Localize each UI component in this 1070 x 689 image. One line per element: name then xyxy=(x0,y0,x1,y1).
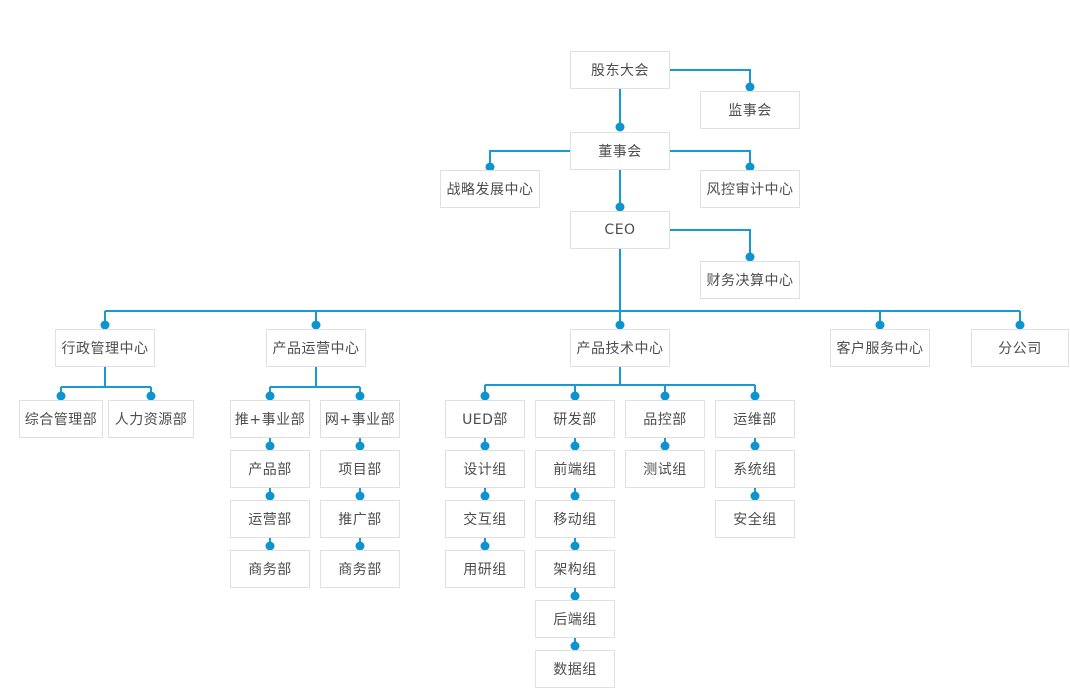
org-node-testing-group[interactable]: 测试组 xyxy=(625,450,705,488)
governance-connectors xyxy=(489,69,751,257)
connector-dot xyxy=(660,441,670,451)
connector-dot xyxy=(56,391,66,401)
connector-dot xyxy=(750,491,760,501)
connector-dot xyxy=(875,320,885,330)
org-node-product-dept[interactable]: 产品部 xyxy=(230,450,310,488)
connector-dot xyxy=(480,541,490,551)
org-node-operation-dept[interactable]: 运营部 xyxy=(230,500,310,538)
org-node-strategy-center[interactable]: 战略发展中心 xyxy=(440,170,540,208)
org-node-shareholders-meeting[interactable]: 股东大会 xyxy=(570,51,670,89)
connector-dot xyxy=(745,162,755,172)
org-node-risk-audit-center[interactable]: 风控审计中心 xyxy=(700,170,800,208)
org-node-hr-dept[interactable]: 人力资源部 xyxy=(108,400,194,438)
org-node-ceo[interactable]: CEO xyxy=(570,211,670,249)
org-node-frontend-group[interactable]: 前端组 xyxy=(535,450,615,488)
org-node-promotion-dept[interactable]: 推广部 xyxy=(320,500,400,538)
connector-dot xyxy=(570,491,580,501)
connector-dot xyxy=(265,541,275,551)
connector-dot xyxy=(265,391,275,401)
center-fork-connectors xyxy=(60,367,756,396)
org-node-system-group[interactable]: 系统组 xyxy=(715,450,795,488)
connector-dot xyxy=(750,441,760,451)
connector-dot xyxy=(265,441,275,451)
connector-dot xyxy=(570,591,580,601)
connector-dot xyxy=(265,491,275,501)
org-node-om-dept[interactable]: 运维部 xyxy=(715,400,795,438)
connector-dot xyxy=(480,391,490,401)
org-node-security-group[interactable]: 安全组 xyxy=(715,500,795,538)
connector-dot xyxy=(570,391,580,401)
org-node-tui-division[interactable]: 推+事业部 xyxy=(230,400,310,438)
org-node-interaction-group[interactable]: 交互组 xyxy=(445,500,525,538)
org-node-customer-service-center[interactable]: 客户服务中心 xyxy=(830,329,930,367)
connector-dot xyxy=(660,391,670,401)
org-node-ued-dept[interactable]: UED部 xyxy=(445,400,525,438)
connector-dot xyxy=(570,441,580,451)
org-node-finance-center[interactable]: 财务决算中心 xyxy=(700,261,800,299)
org-node-mobile-group[interactable]: 移动组 xyxy=(535,500,615,538)
connector-dot xyxy=(480,491,490,501)
org-node-data-group[interactable]: 数据组 xyxy=(535,650,615,688)
org-node-board-of-directors[interactable]: 董事会 xyxy=(570,132,670,170)
connector-dot xyxy=(615,202,625,212)
connector-dot xyxy=(355,491,365,501)
connector-dot xyxy=(570,641,580,651)
org-node-wang-division[interactable]: 网+事业部 xyxy=(320,400,400,438)
org-node-rd-dept[interactable]: 研发部 xyxy=(535,400,615,438)
connector-dot xyxy=(355,541,365,551)
org-node-business-dept-tui[interactable]: 商务部 xyxy=(230,550,310,588)
org-node-supervisory-board[interactable]: 监事会 xyxy=(700,91,800,129)
org-node-business-dept-wang[interactable]: 商务部 xyxy=(320,550,400,588)
connector-dot xyxy=(745,252,755,262)
connector-dots xyxy=(56,82,1025,651)
connector-dot xyxy=(100,320,110,330)
connector-dot xyxy=(1015,320,1025,330)
connector-dot xyxy=(615,320,625,330)
org-node-architecture-group[interactable]: 架构组 xyxy=(535,550,615,588)
org-node-user-research-group[interactable]: 用研组 xyxy=(445,550,525,588)
org-node-project-dept[interactable]: 项目部 xyxy=(320,450,400,488)
org-node-admin-center[interactable]: 行政管理中心 xyxy=(55,329,155,367)
org-node-general-admin-dept[interactable]: 综合管理部 xyxy=(19,400,103,438)
connector-dot xyxy=(570,541,580,551)
connector-dot xyxy=(311,320,321,330)
connector-dot xyxy=(355,441,365,451)
connector-dot xyxy=(750,391,760,401)
org-node-qc-dept[interactable]: 品控部 xyxy=(625,400,705,438)
connector-dot xyxy=(355,391,365,401)
org-node-design-group[interactable]: 设计组 xyxy=(445,450,525,488)
connector-dot xyxy=(146,391,156,401)
org-node-product-tech-center[interactable]: 产品技术中心 xyxy=(570,329,670,367)
connector-dot xyxy=(745,82,755,92)
org-node-branch-company[interactable]: 分公司 xyxy=(971,329,1069,367)
ceo-bus-connector xyxy=(104,249,1021,325)
connector-dot xyxy=(615,122,625,132)
org-node-backend-group[interactable]: 后端组 xyxy=(535,600,615,638)
connector-dot xyxy=(480,441,490,451)
connector-dot xyxy=(485,162,495,172)
org-node-product-ops-center[interactable]: 产品运营中心 xyxy=(266,329,366,367)
